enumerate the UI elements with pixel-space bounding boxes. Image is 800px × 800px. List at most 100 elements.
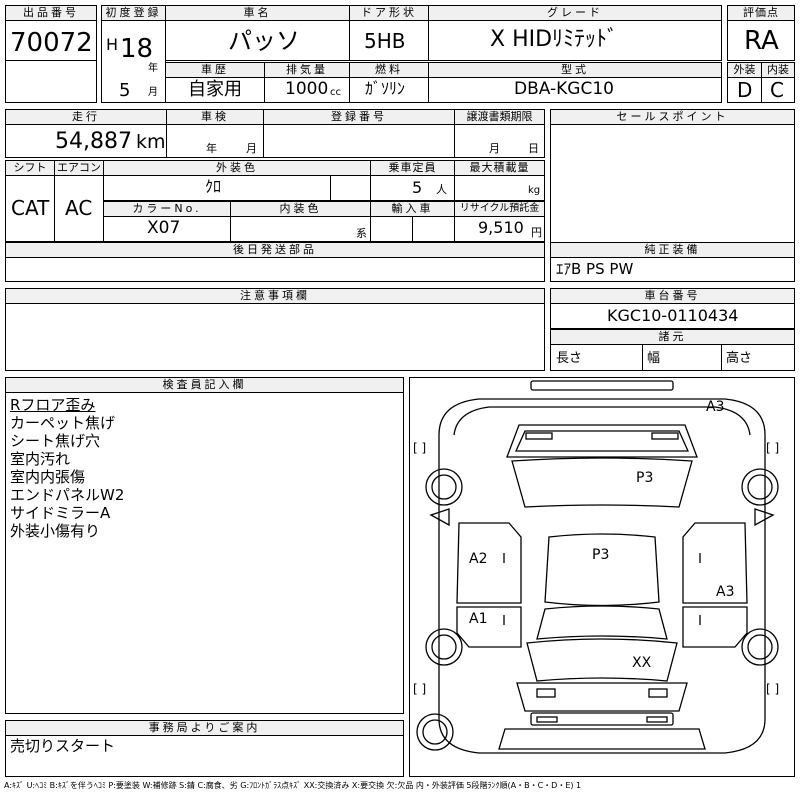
import-cell-a bbox=[370, 216, 413, 242]
inspector-line: 室内汚れ bbox=[10, 450, 71, 468]
color-no: X07 bbox=[147, 218, 181, 238]
inspector-lines: Rフロア歪み カーペット焦げ シート焦げ穴 室内汚れ 室内内張傷 エンドパネルW… bbox=[10, 396, 124, 540]
model-cell bbox=[428, 77, 722, 103]
specs-label: 諸元 bbox=[550, 329, 795, 345]
shift-label: シフト bbox=[5, 160, 55, 176]
first-reg-month-unit: 月 bbox=[148, 87, 158, 98]
inspector-cell bbox=[5, 392, 404, 714]
inspector-line: エンドパネルW2 bbox=[10, 486, 125, 504]
notes-label: 注意事項欄 bbox=[5, 288, 545, 304]
specs-length: 長さ bbox=[556, 351, 583, 366]
mark-a2: A2 bbox=[469, 551, 488, 567]
history: 自家用 bbox=[188, 79, 242, 100]
max-load-unit: kg bbox=[528, 185, 541, 196]
lot-lower-cell bbox=[5, 60, 97, 103]
chassis-label: 車台番号 bbox=[550, 288, 795, 304]
shift: CAT bbox=[11, 196, 50, 220]
inspector-line: シート焦げ穴 bbox=[10, 432, 101, 450]
plate-cell bbox=[263, 124, 455, 158]
inspection-year-unit: 年 bbox=[206, 142, 217, 155]
car-name-label: 車名 bbox=[165, 5, 350, 21]
inspection-month-unit: 月 bbox=[246, 142, 257, 155]
inspection-label: 車検 bbox=[166, 109, 264, 125]
first-reg-month: 5 bbox=[119, 80, 131, 101]
import-label: 輸入車 bbox=[370, 201, 455, 217]
recycle-label: リサイクル預託金 bbox=[454, 201, 545, 217]
rating-cell bbox=[727, 20, 795, 61]
int-color-label: 内装色 bbox=[230, 201, 371, 217]
equipment: ｴｱB PS PW bbox=[556, 260, 634, 278]
rating: RA bbox=[744, 26, 779, 56]
int-color-unit: 系 bbox=[356, 227, 367, 240]
notes-cell bbox=[5, 303, 545, 371]
mileage-unit: km bbox=[136, 131, 166, 153]
bracket-left-top: [ ] bbox=[413, 441, 427, 455]
inspector-line: 外装小傷有り bbox=[10, 522, 101, 540]
bracket-right-bottom: [ ] bbox=[766, 682, 780, 696]
interior-grade: C bbox=[770, 78, 784, 102]
car-diagram-frame bbox=[409, 377, 795, 777]
mark-a1: A1 bbox=[469, 611, 488, 627]
interior-grade-label: 内装 bbox=[761, 62, 795, 78]
lot-number: 70072 bbox=[10, 28, 93, 58]
transfer-docs-day-unit: 日 bbox=[528, 142, 539, 155]
first-reg-label: 初度登録 bbox=[101, 5, 166, 21]
capacity: 5 bbox=[412, 178, 423, 197]
car-diagram bbox=[416, 380, 779, 754]
first-reg-year-unit: 年 bbox=[148, 63, 158, 74]
import-cell-b bbox=[412, 216, 455, 242]
mileage: 54,887 bbox=[55, 129, 132, 154]
recycle: 9,510 bbox=[478, 218, 524, 237]
recycle-cell bbox=[454, 216, 545, 242]
transfer-docs-month-unit: 月 bbox=[489, 142, 500, 155]
later-parts-label: 後日発送部品 bbox=[5, 242, 545, 258]
interior-grade-cell bbox=[761, 77, 795, 103]
fuel-label: 燃料 bbox=[349, 62, 429, 78]
grade-label: グレード bbox=[428, 5, 722, 21]
ext-color-label: 外装色 bbox=[103, 160, 371, 176]
displacement-label: 排気量 bbox=[264, 62, 350, 78]
legend: A:ｷｽﾞ U:ﾍｺﾐ B:ｷｽﾞを伴うﾍｺﾐ P:要塗装 W:補修跡 S:錆 … bbox=[4, 781, 582, 790]
sales-points-label: セールスポイント bbox=[550, 109, 795, 125]
ext-color: ｸﾛ bbox=[205, 177, 222, 196]
inspector-line: カーペット焦げ bbox=[10, 414, 116, 432]
specs-height-cell bbox=[721, 344, 795, 371]
max-load-cell bbox=[454, 175, 545, 201]
first-reg-cell bbox=[101, 20, 166, 103]
capacity-label: 乗車定員 bbox=[370, 160, 455, 176]
model: DBA-KGC10 bbox=[514, 79, 614, 99]
ext-color-extra-cell bbox=[330, 175, 371, 201]
grade: X HIDﾘﾐﾃｯﾄﾞ bbox=[490, 27, 619, 52]
color-no-label: カラーNo. bbox=[103, 201, 231, 217]
specs-width: 幅 bbox=[647, 351, 661, 366]
mark-a3-right: A3 bbox=[716, 584, 735, 600]
max-load-label: 最大積載量 bbox=[454, 160, 545, 176]
plate-label: 登録番号 bbox=[263, 109, 455, 125]
later-parts-cell bbox=[5, 257, 545, 282]
inspector-label: 検査員記入欄 bbox=[5, 377, 404, 393]
mark-p3-roof: P3 bbox=[592, 547, 610, 563]
office-cell bbox=[5, 735, 404, 777]
rating-label: 評価点 bbox=[727, 5, 795, 21]
equipment-label: 純正装備 bbox=[550, 242, 795, 258]
office-note: 売切りスタート bbox=[10, 737, 116, 755]
bracket-right-top: [ ] bbox=[766, 441, 780, 455]
exterior-grade: D bbox=[737, 78, 753, 102]
capacity-unit: 人 bbox=[436, 183, 447, 196]
displacement-unit: cc bbox=[330, 87, 341, 98]
specs-height: 高さ bbox=[726, 351, 753, 366]
mark-a3-top: A3 bbox=[706, 399, 725, 415]
inspector-line: Rフロア歪み bbox=[10, 396, 96, 414]
fuel: ｶﾞｿﾘﾝ bbox=[365, 79, 406, 98]
mark-xx: XX bbox=[632, 655, 652, 671]
sales-points-cell bbox=[550, 124, 795, 243]
recycle-unit: 円 bbox=[531, 226, 542, 239]
first-reg-year: 18 bbox=[120, 34, 154, 64]
door-label: ドア形状 bbox=[349, 5, 429, 21]
displacement: 1000 bbox=[285, 79, 329, 99]
int-color-cell bbox=[230, 216, 371, 242]
grade-cell bbox=[428, 20, 722, 61]
inspector-line: サイドミラーA bbox=[10, 504, 111, 522]
inspector-line: 室内内張傷 bbox=[10, 468, 86, 486]
transfer-docs-label: 譲渡書類期限 bbox=[454, 109, 545, 125]
